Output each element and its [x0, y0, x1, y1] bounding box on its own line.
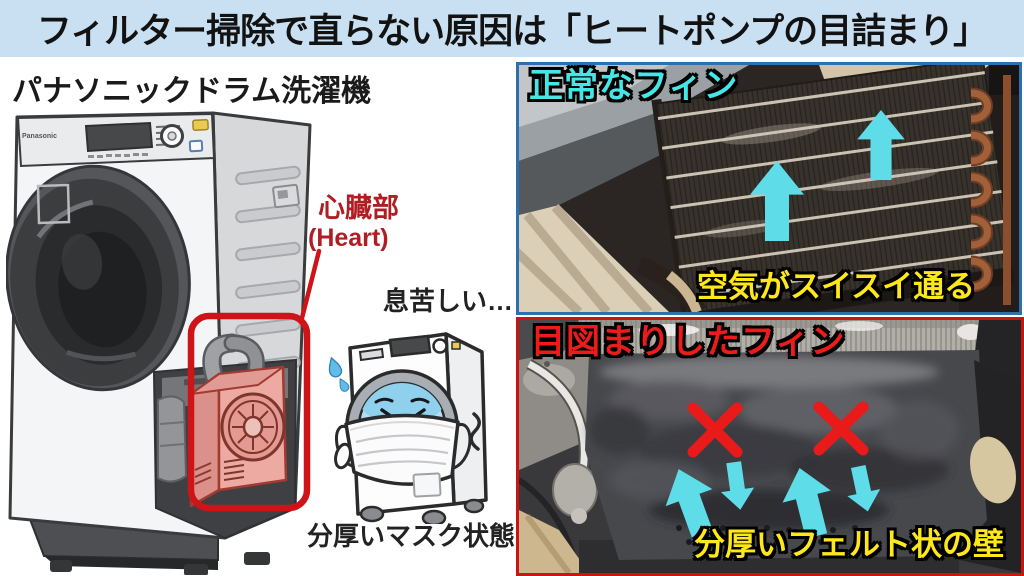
clogged-fins-photo: 目図まりしたフィン 分厚いフェルト状の壁: [516, 317, 1024, 576]
heart-highlight-box: [187, 312, 311, 512]
normal-fins-photo: 正常なフィン 空気がスイスイ通る: [516, 62, 1022, 315]
heat-pump-unit: [189, 365, 288, 508]
fin-block: [651, 65, 1015, 312]
mask: [335, 413, 472, 486]
copper-tubes: [970, 75, 1011, 305]
blocked-airflow-arrows: [665, 461, 881, 541]
brand-logo: Panasonic: [22, 133, 57, 140]
blocked-x-marks: [687, 401, 869, 458]
suffering-label: 息苦しい…: [383, 286, 514, 316]
mask-state-label: 分厚いマスク状態: [307, 521, 516, 551]
heart-label-en: (Heart): [308, 224, 389, 252]
airflow-up-arrows: [750, 110, 905, 241]
banner-title: フィルター掃除で直らない原因は「ヒートポンプの目詰まり」: [36, 12, 988, 51]
washing-machine-illustration: Panasonic: [6, 111, 322, 575]
normal-fins-image: [519, 65, 1019, 312]
feet: [359, 498, 485, 524]
normal-fins-caption: 空気がスイスイ通る: [697, 269, 976, 304]
clogged-fins-image: [519, 320, 1021, 573]
masked-washer-character: [328, 332, 488, 524]
clogged-fins-title: 目図まりしたフィン: [531, 323, 846, 361]
clogged-fins-caption: 分厚いフェルト状の壁: [694, 527, 1004, 562]
title-banner: フィルター掃除で直らない原因は「ヒートポンプの目詰まり」: [0, 0, 1024, 57]
normal-fins-title: 正常なフィン: [529, 67, 739, 105]
illustration-heading: パナソニックドラム洗濯機: [12, 75, 372, 108]
heart-callout-line: [299, 248, 322, 321]
heart-label: 心臓部: [318, 193, 399, 223]
